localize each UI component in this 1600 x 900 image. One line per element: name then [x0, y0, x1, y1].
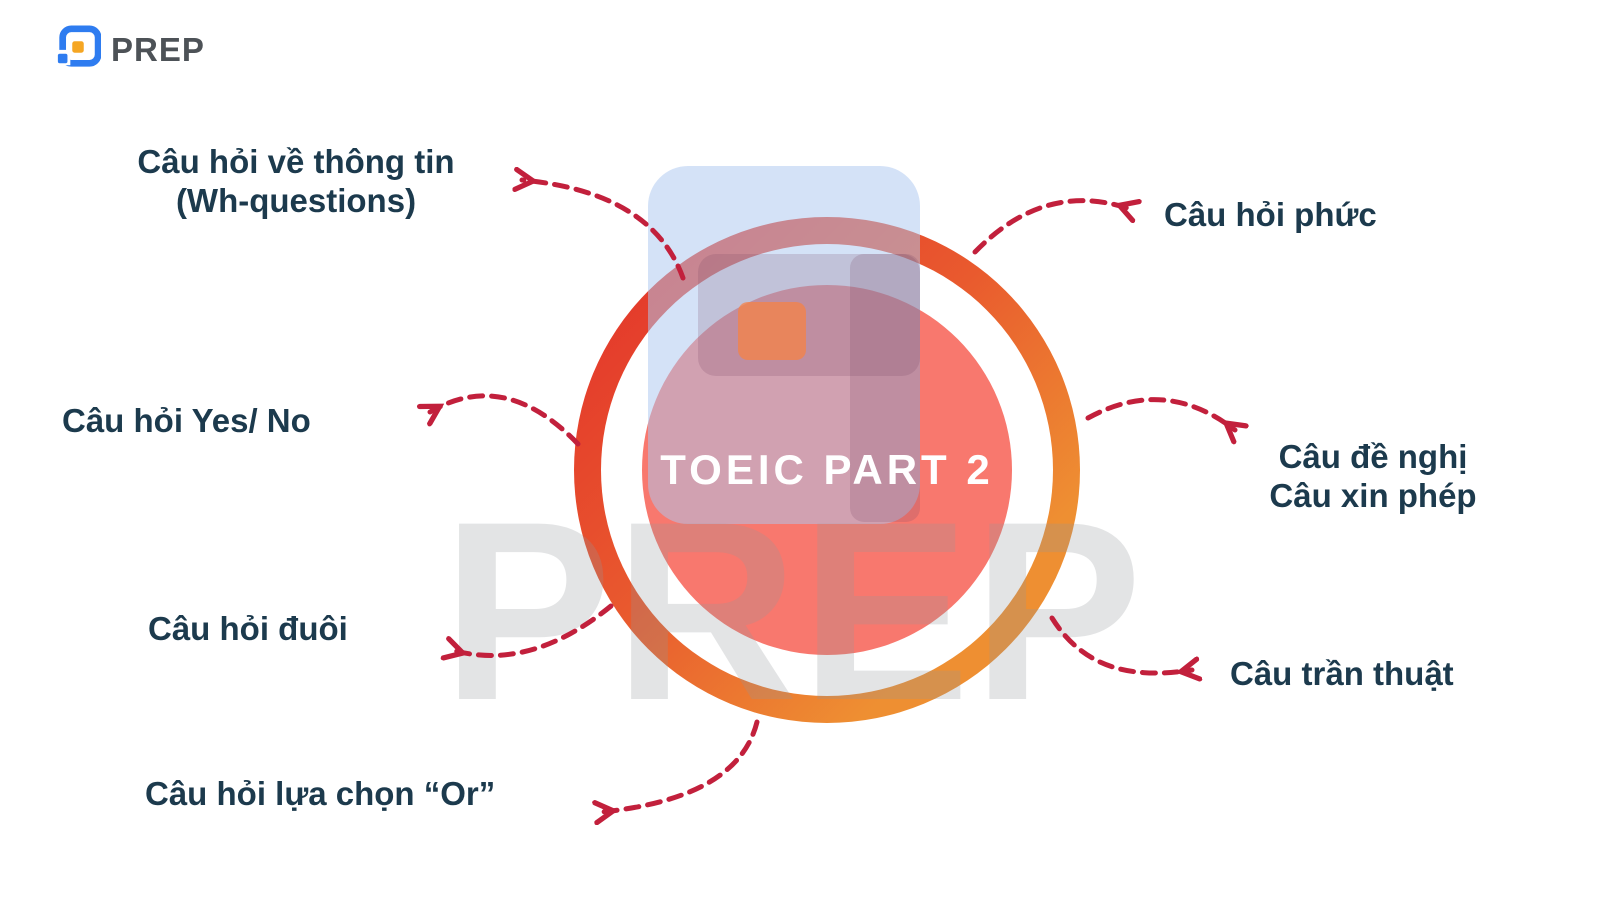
label-tran-thuat: Câu trần thuật: [1230, 655, 1454, 692]
center-title: TOEIC PART 2: [660, 446, 994, 493]
arrow-to-de-nghi: [1085, 397, 1235, 430]
background-logo-watermark: [648, 166, 922, 533]
brand-logo: PREP: [55, 24, 205, 75]
arrow-to-phuc: [972, 198, 1130, 255]
label-de-nghi: Câu đề nghị Câu xin phép: [1269, 438, 1477, 514]
brand-wordmark: PREP: [111, 30, 205, 68]
arrow-to-tran-thuat: [1049, 615, 1192, 673]
label-lua-chon-or: Câu hỏi lựa chọn “Or”: [145, 775, 496, 812]
arrow-to-yes-no: [430, 393, 581, 447]
label-phuc: Câu hỏi phức: [1164, 196, 1377, 233]
prep-text-watermark: PREP: [442, 469, 1145, 754]
arrow-to-duoi: [452, 603, 614, 656]
label-yes-no: Câu hỏi Yes/ No: [62, 402, 311, 439]
label-wh-questions: Câu hỏi về thông tin (Wh-questions): [137, 143, 455, 219]
prep-logo-icon: [55, 24, 102, 75]
arrow-to-lua-chon-or: [602, 719, 760, 812]
label-duoi: Câu hỏi đuôi: [148, 610, 348, 647]
arrow-to-wh-questions: [522, 180, 686, 281]
